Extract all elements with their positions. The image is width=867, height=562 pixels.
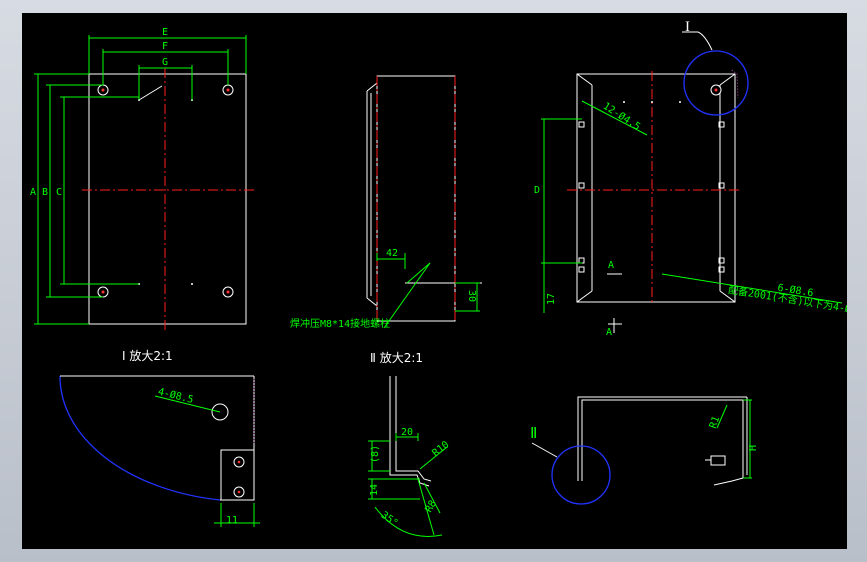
leader-line xyxy=(138,85,163,101)
drawing-svg: E F G A B C 42 30 焊冲压M8*14接地螺柱 xyxy=(30,19,847,537)
detail-II-marker: Ⅱ xyxy=(530,426,537,442)
detail-I-holes: 4-Ø8.5 xyxy=(157,386,195,406)
detail-II-title: Ⅱ 放大2:1 xyxy=(370,350,423,365)
profile-view: Ⅱ H R1 xyxy=(530,396,759,505)
dim-R10: R10 xyxy=(430,439,451,459)
leader-line xyxy=(581,100,648,136)
six-hole-note: 6-Ø8.6 xyxy=(777,282,815,300)
section-mark-A-lower: A xyxy=(606,327,612,338)
dim-B: B xyxy=(42,187,48,198)
detail-I: I 放大2:1 4-Ø8.5 11 xyxy=(59,348,260,527)
dim-17: 17 xyxy=(546,293,557,305)
detail-II-circle xyxy=(551,445,611,505)
dim-C: C xyxy=(56,187,62,198)
rear-view-outline xyxy=(576,73,736,303)
dim-G: G xyxy=(162,57,168,68)
dim-A: A xyxy=(30,187,36,198)
dim-11: 11 xyxy=(226,515,238,526)
front-view-outline xyxy=(88,73,247,325)
dim-20: 20 xyxy=(401,427,413,438)
detail-I-marker: I xyxy=(685,19,690,35)
leader-line xyxy=(383,262,431,329)
side-view: 42 30 焊冲压M8*14接地螺柱 xyxy=(290,75,482,330)
dim-8: (8) xyxy=(370,445,381,463)
detail-I-title: I 放大2:1 xyxy=(122,348,173,363)
stud-note: 焊冲压M8*14接地螺柱 xyxy=(290,317,390,330)
dim-35deg: 35° xyxy=(379,510,400,529)
rear-view: D 17 12-Ø4.5 6-Ø8.6 配备2001(不含)以下为4-Ø7.2 … xyxy=(534,19,847,338)
front-view: E F G A B C xyxy=(30,27,254,331)
dim-F: F xyxy=(162,41,168,52)
section-mark-A: A xyxy=(608,260,614,271)
detail-II: Ⅱ 放大2:1 20 R10 (8) 14 35° R8 xyxy=(368,350,451,537)
dim-R8: R8 xyxy=(424,499,440,515)
leader-line xyxy=(661,273,843,304)
drawing-canvas[interactable]: E F G A B C 42 30 焊冲压M8*14接地螺柱 xyxy=(22,13,847,549)
side-view-outline xyxy=(376,75,456,322)
holes-note: 12-Ø4.5 xyxy=(601,100,643,133)
dim-14: 14 xyxy=(369,484,380,496)
dim-30: 30 xyxy=(466,290,477,302)
stud xyxy=(710,455,726,466)
detail-I-circle xyxy=(683,50,749,116)
dim-E: E xyxy=(162,27,168,38)
dim-H: H xyxy=(748,445,759,451)
dim-R1: R1 xyxy=(708,415,722,430)
dim-42: 42 xyxy=(386,248,398,259)
dim-D: D xyxy=(534,185,540,196)
leader-line xyxy=(154,395,221,413)
